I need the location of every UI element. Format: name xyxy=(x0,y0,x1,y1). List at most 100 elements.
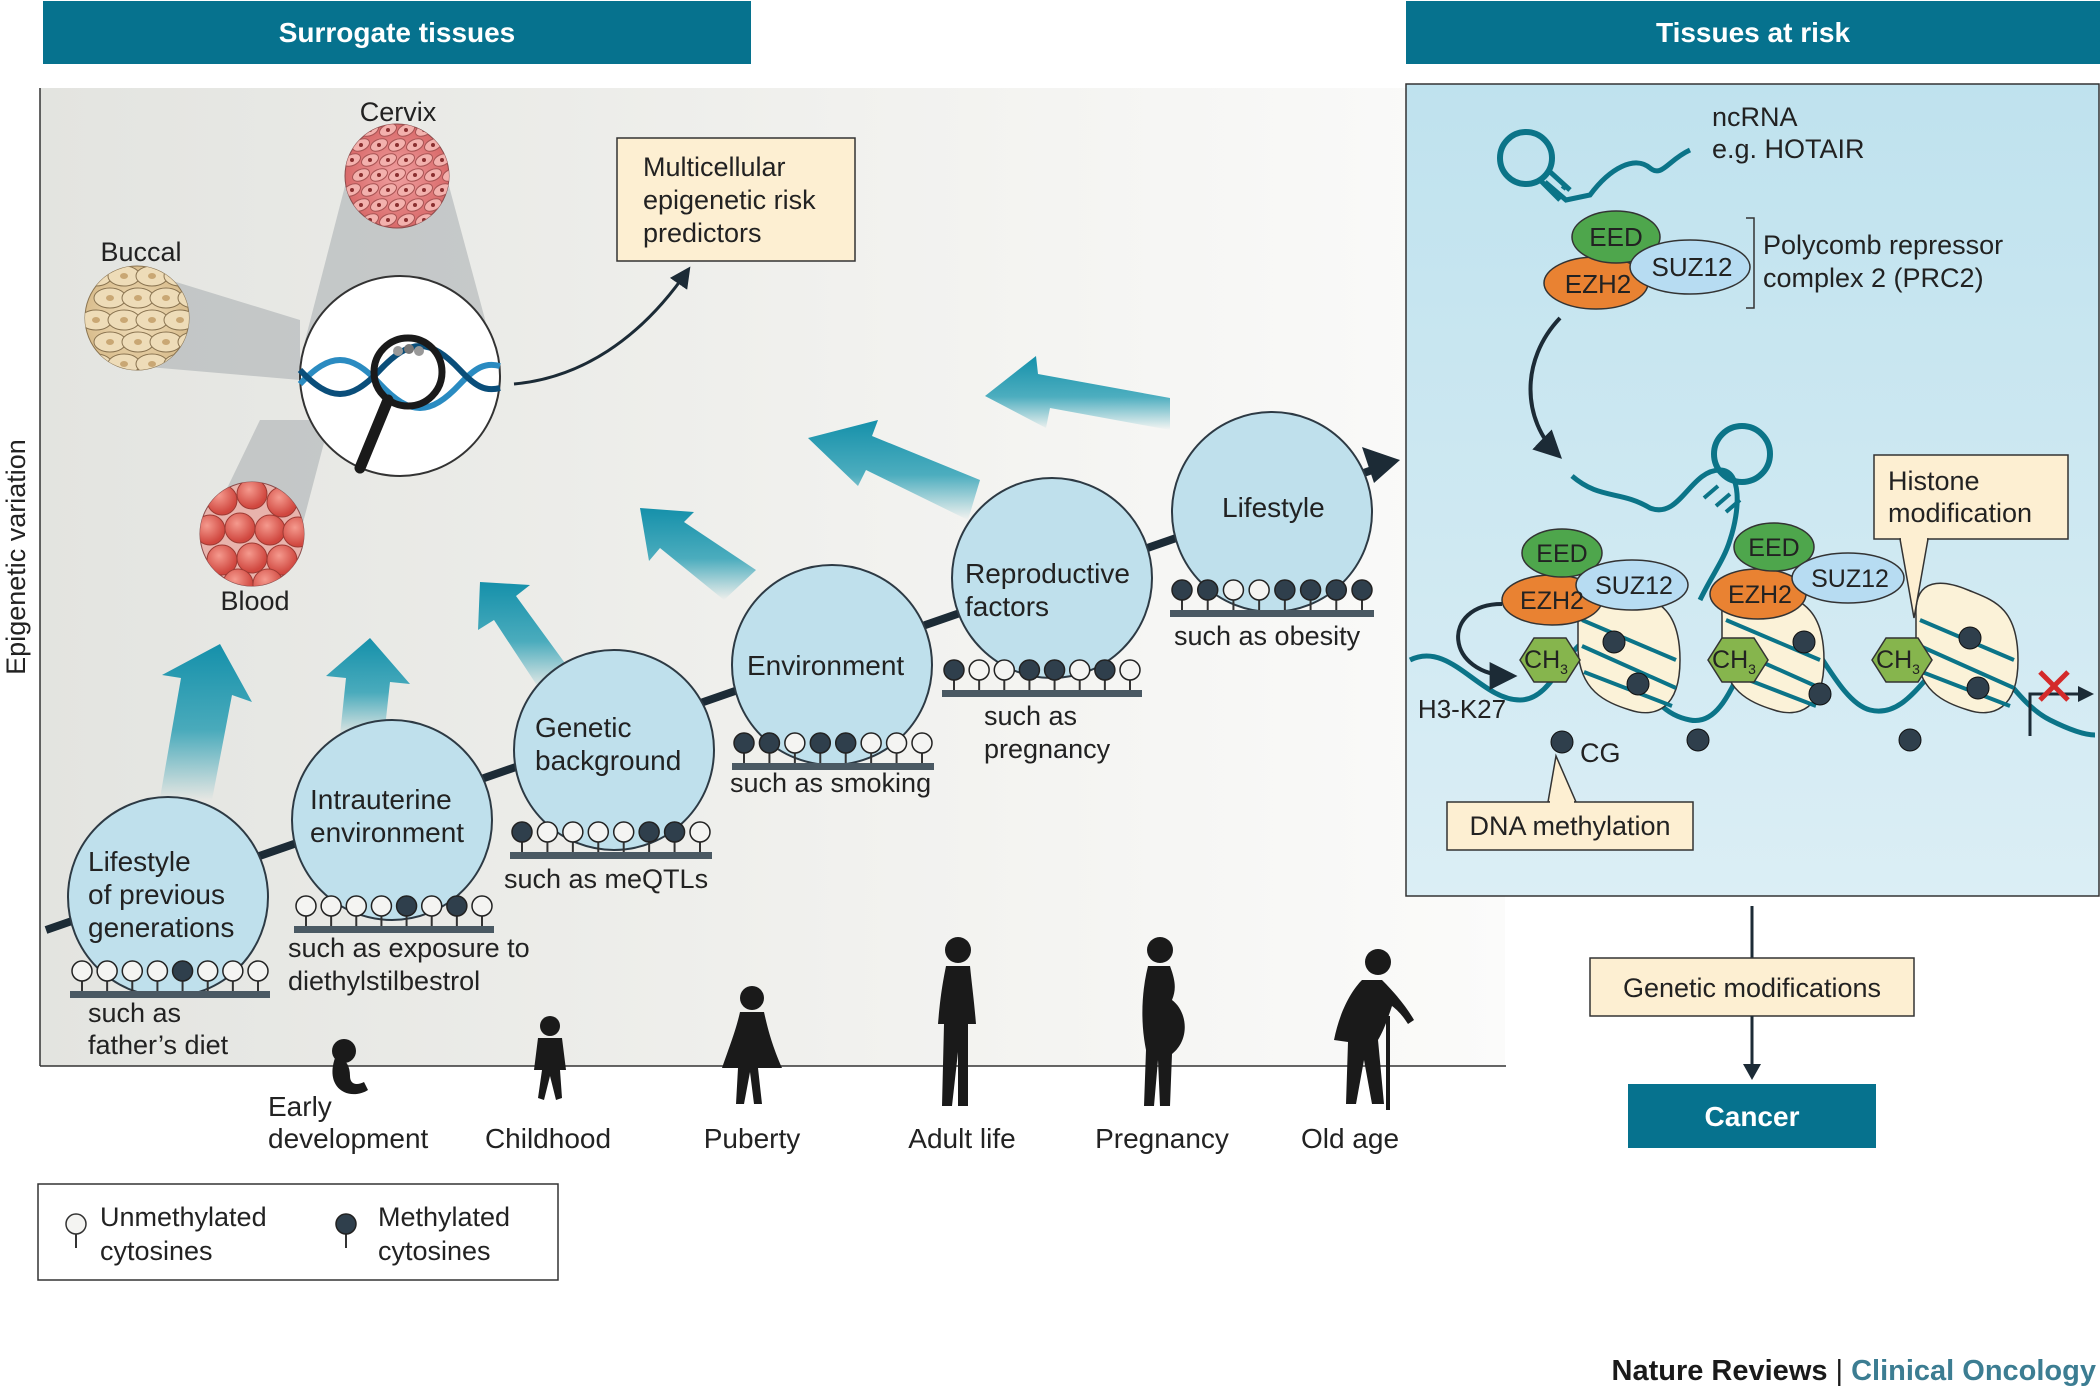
cell-nucleus xyxy=(431,173,435,177)
journal-credit: Nature Reviews|Clinical Oncology xyxy=(1612,1355,2096,1387)
unmethylated-cytosine xyxy=(1119,659,1141,681)
unmethylated-cytosine xyxy=(993,659,1016,681)
eed-label: EED xyxy=(1589,222,1642,252)
buccal-label: Buccal xyxy=(100,237,181,267)
cell-nucleus xyxy=(120,273,128,279)
cell-nucleus xyxy=(359,143,363,147)
eed-label: EED xyxy=(1536,540,1587,568)
methylated-cytosine xyxy=(1196,579,1219,601)
methylated-cytosine xyxy=(758,732,781,754)
ch3-mark-2: CH3 xyxy=(1707,637,1769,683)
cell-nucleus xyxy=(148,361,156,367)
surrogate-tissues-header: Surrogate tissues xyxy=(43,1,751,64)
cell-nucleus xyxy=(422,188,426,192)
cell-nucleus xyxy=(413,143,417,147)
methylated-cytosine-icon xyxy=(335,1213,357,1248)
methylated-cg-dots xyxy=(1550,626,1990,754)
ezh2-label: EZH2 xyxy=(1520,587,1584,615)
unmethylated-cytosine-icon xyxy=(65,1213,87,1248)
factor-circle xyxy=(291,719,493,921)
life-stage-silhouettes xyxy=(332,937,1414,1110)
blood-cell xyxy=(266,544,298,576)
methylated-cytosine xyxy=(446,895,468,917)
tissue-zoom: Cervix Buccal Blood xyxy=(84,97,501,616)
unmethylated-cytosine xyxy=(196,960,219,982)
dna-bar xyxy=(510,852,712,859)
factor-name: Lifestyle xyxy=(1222,492,1325,523)
cervix-label: Cervix xyxy=(360,97,437,127)
cell-nucleus xyxy=(162,339,170,345)
factor-name: Lifestyle xyxy=(88,846,191,877)
methylated-cytosine xyxy=(171,960,194,982)
ncrna-loop xyxy=(1711,423,1773,485)
variation-arrow xyxy=(985,356,1170,430)
methylated-cytosine xyxy=(1043,659,1066,681)
cell-nucleus xyxy=(120,361,128,367)
unmethylated-cytosine xyxy=(370,895,393,917)
predictor-line-3: predictors xyxy=(643,218,762,248)
elderly-silhouette-icon xyxy=(1334,949,1414,1110)
prc2-complex-top: EZH2 EED SUZ12 xyxy=(1543,210,1751,310)
life-stage-label: Adult life xyxy=(908,1123,1015,1154)
methylated-cytosine xyxy=(638,821,660,843)
cell-nucleus xyxy=(404,188,408,192)
cell-nucleus xyxy=(431,143,435,147)
factor-name: Genetic xyxy=(535,712,632,743)
methylated-cytosine xyxy=(943,659,965,681)
histone-mod-line-1: Histone xyxy=(1888,466,1980,496)
blood-tissue-icon xyxy=(199,481,305,587)
variation-arrow xyxy=(808,420,980,520)
unmethylated-cytosine xyxy=(146,960,169,982)
cell-nucleus xyxy=(148,317,156,323)
ezh2-label: EZH2 xyxy=(1728,581,1792,609)
cell-nucleus xyxy=(134,339,142,345)
variation-arrow xyxy=(478,582,570,690)
methylated-cytosine xyxy=(1018,659,1041,681)
cell-nucleus xyxy=(395,173,399,177)
dna-methylation-callout: DNA methylation xyxy=(1446,753,1694,851)
cell-nucleus xyxy=(350,158,354,162)
blood-cell xyxy=(254,514,286,546)
legend-unmethylated-line-2: cytosines xyxy=(100,1236,213,1266)
cell-nucleus xyxy=(431,203,435,207)
predictor-line-1: Multicellular xyxy=(643,152,786,182)
cell-nucleus xyxy=(440,158,444,162)
histone-mod-line-2: modification xyxy=(1888,498,2032,528)
genetic-modifications-label: Genetic modifications xyxy=(1623,973,1881,1003)
ch3-label: CH3 xyxy=(1712,646,1756,677)
unmethylated-cytosine xyxy=(689,821,711,843)
unmethylated-cytosine xyxy=(96,960,118,982)
dna-bar xyxy=(294,926,494,933)
cancer-label: Cancer xyxy=(1705,1101,1800,1132)
eed-protein xyxy=(1571,210,1661,264)
unmethylated-cytosine xyxy=(320,895,342,917)
life-stage-label: development xyxy=(268,1123,429,1154)
surrogate-tissues-title: Surrogate tissues xyxy=(279,17,516,48)
factor-example: father’s diet xyxy=(88,1030,229,1060)
prc2-complex-middle: EZH2 EED SUZ12 xyxy=(1709,522,1905,620)
factor-example: diethylstilbestrol xyxy=(288,966,480,996)
ncrna-structure xyxy=(1497,129,1692,203)
adult-silhouette-icon xyxy=(938,937,976,1106)
factor-name: generations xyxy=(88,912,234,943)
predictor-line-2: epigenetic risk xyxy=(643,185,816,215)
factor-example: such as xyxy=(88,998,181,1028)
life-stage-label: Early xyxy=(268,1091,332,1122)
cell-nucleus xyxy=(395,203,399,207)
ch3-label: CH3 xyxy=(1524,646,1568,677)
dna-bar xyxy=(70,991,270,998)
genetic-modifications-box: Genetic modifications xyxy=(1589,957,1915,1017)
transcription-blocked-icon xyxy=(2028,670,2094,736)
cell-nucleus xyxy=(440,188,444,192)
prc2-bracket xyxy=(1746,217,1755,309)
h3k27-label: H3-K27 xyxy=(1418,694,1506,724)
prc2-label-line-1: Polycomb repressor xyxy=(1763,230,2003,260)
cell-nucleus xyxy=(359,203,363,207)
cell-nucleus xyxy=(404,218,408,222)
unmethylated-cytosine xyxy=(612,821,635,843)
legend-unmethylated-line-1: Unmethylated xyxy=(100,1202,267,1232)
factor-example: pregnancy xyxy=(984,734,1111,764)
suz12-label: SUZ12 xyxy=(1595,572,1673,600)
factor-circle xyxy=(513,649,715,851)
